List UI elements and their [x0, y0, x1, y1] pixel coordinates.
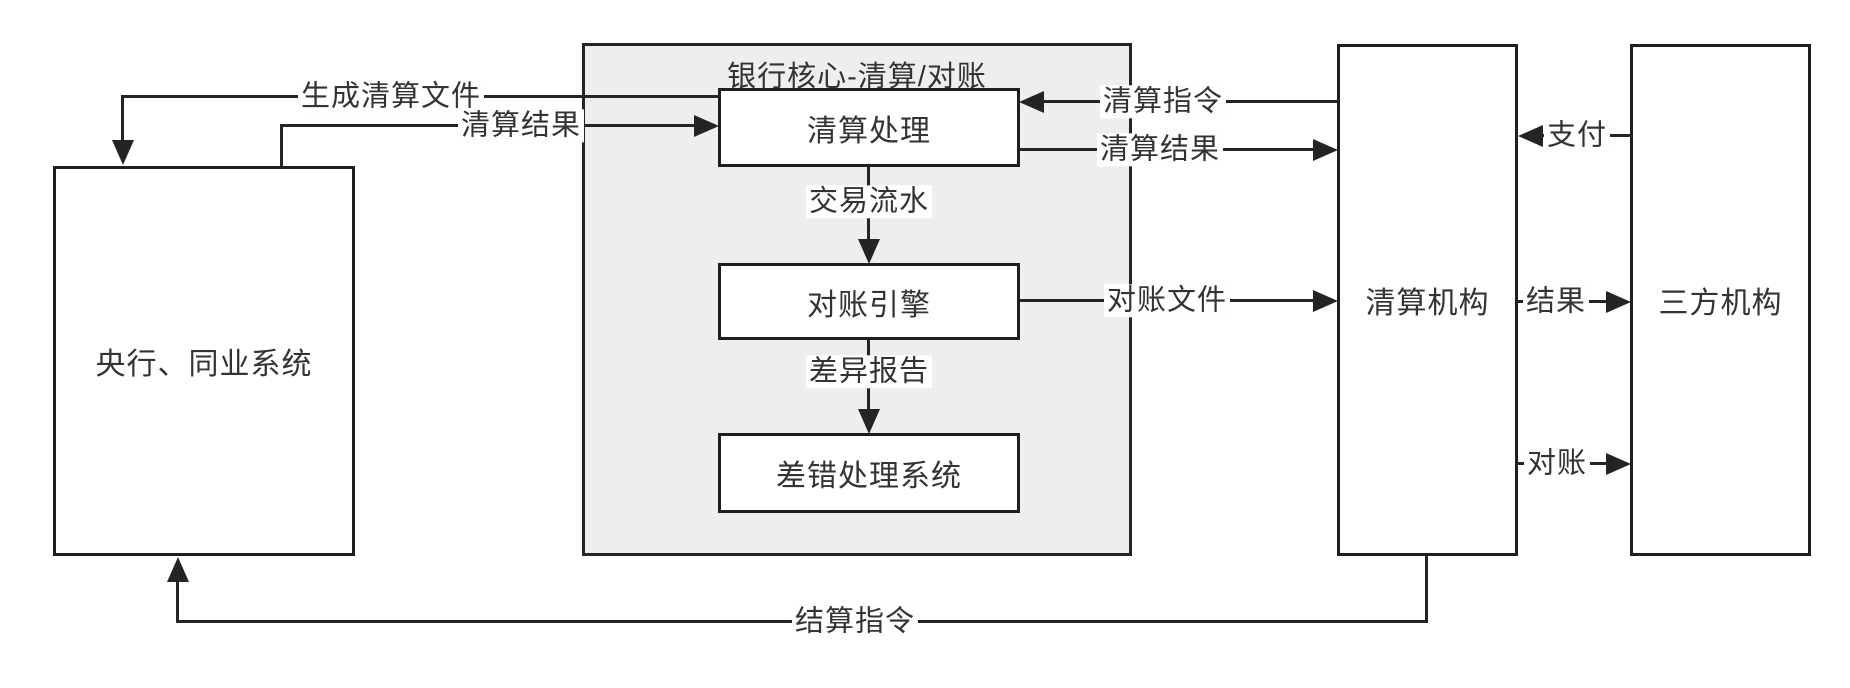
edge-result-arrowhead: [1606, 291, 1631, 313]
edge-clearing-result-in-line-v: [280, 124, 283, 166]
node-recon-engine-label: 对账引擎: [807, 288, 931, 322]
edge-gen-clearing-file-label: 生成清算文件: [297, 80, 485, 114]
edge-clearing-result-out-label: 清算结果: [1096, 133, 1224, 167]
edge-clearing-result-in-label: 清算结果: [457, 109, 585, 143]
edge-gen-clearing-file-arrowhead: [112, 140, 134, 165]
edge-recon-file-arrowhead: [1313, 290, 1338, 312]
edge-clearing-result-in-arrowhead: [694, 115, 719, 137]
edge-diff-report-arrowhead: [858, 409, 880, 434]
edge-settle-instruction-line-v-right: [1425, 556, 1428, 623]
group-bank-core-title: 银行核心-清算/对账: [727, 61, 987, 93]
node-recon-engine: 对账引擎: [718, 263, 1020, 340]
edge-settle-instruction-arrowhead: [167, 557, 189, 582]
edge-pay-arrowhead: [1518, 125, 1543, 147]
edge-transaction-flow-arrowhead: [858, 239, 880, 264]
node-third-party: 三方机构: [1630, 44, 1811, 556]
node-clearing-process: 清算处理: [718, 88, 1020, 167]
node-error-system: 差错处理系统: [718, 433, 1020, 513]
node-central-bank: 央行、同业系统: [53, 166, 355, 556]
edge-diff-report-label: 差异报告: [805, 355, 933, 389]
node-central-bank-label: 央行、同业系统: [95, 348, 313, 381]
edge-recon-label: 对账: [1523, 447, 1591, 481]
edge-pay-label: 支付: [1543, 119, 1611, 153]
node-third-party-label: 三方机构: [1658, 287, 1783, 320]
edge-settle-instruction-label: 结算指令: [791, 605, 919, 639]
node-clearing-org-label: 清算机构: [1365, 287, 1490, 320]
edge-recon-arrowhead: [1606, 453, 1631, 475]
edge-settle-instruction-line-v-left: [176, 578, 179, 623]
node-clearing-process-label: 清算处理: [807, 114, 931, 148]
edge-recon-file-label: 对账文件: [1103, 284, 1231, 318]
edge-result-label: 结果: [1522, 285, 1590, 319]
edge-clearing-instruction-label: 清算指令: [1099, 85, 1227, 119]
edge-gen-clearing-file-line-v: [121, 95, 124, 145]
edge-clearing-result-out-arrowhead: [1313, 139, 1338, 161]
edge-clearing-instruction-arrowhead: [1019, 91, 1044, 113]
node-clearing-org: 清算机构: [1337, 44, 1518, 556]
edge-transaction-flow-label: 交易流水: [805, 185, 933, 219]
node-error-system-label: 差错处理系统: [776, 460, 962, 493]
